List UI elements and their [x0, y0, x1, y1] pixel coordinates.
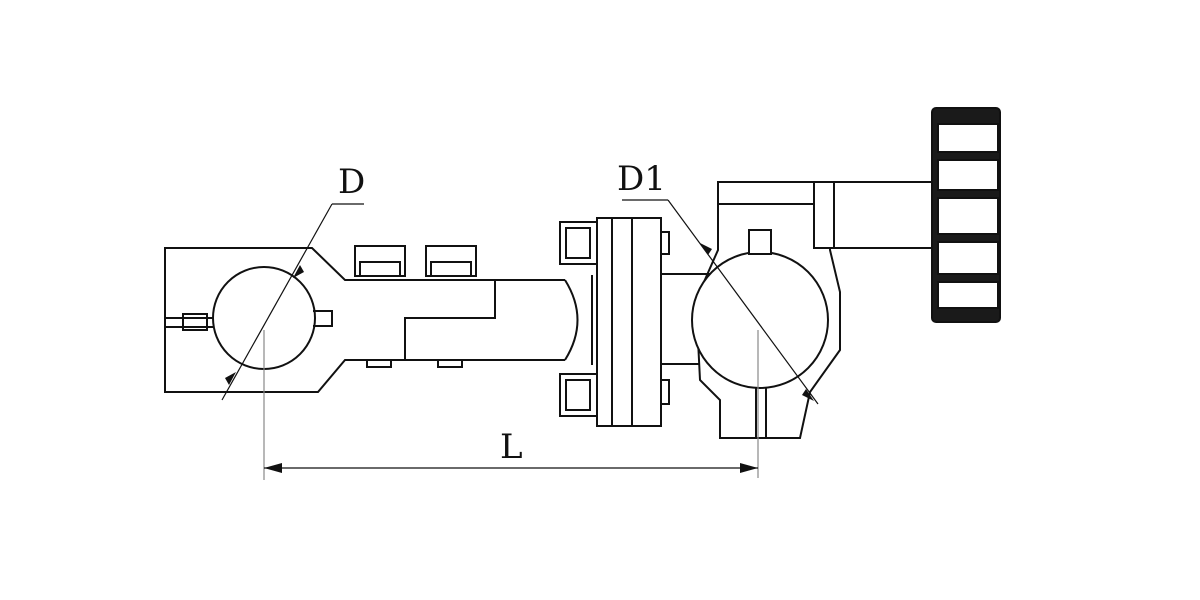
right-clamp-slot [755, 388, 767, 438]
l-arrow-left [264, 463, 282, 473]
dimension-annotations: D D1 L [221, 159, 819, 480]
label-d1: D1 [617, 159, 666, 199]
l-arrow-right [740, 463, 758, 473]
flange-bolt-top-inner [565, 227, 591, 259]
d-arrow-top [293, 265, 304, 278]
flange-stud-top [660, 231, 670, 255]
knob-shaft [834, 181, 932, 249]
right-clamp [691, 181, 841, 439]
left-nut-1 [366, 359, 392, 368]
knob-rib-1 [937, 123, 999, 153]
left-bolt-1-base [359, 261, 401, 277]
left-bolt-2-base [430, 261, 472, 277]
right-clamp-collar [813, 181, 835, 249]
d-arrow-bottom [225, 372, 236, 385]
flange-stud-bottom [660, 379, 670, 405]
left-slot-key [182, 313, 208, 331]
left-bore-keyway [313, 310, 333, 327]
d-leader-line [221, 203, 333, 401]
flange-plate [596, 217, 662, 427]
d1-leader-line [667, 199, 819, 405]
knob-rib-2 [937, 159, 999, 191]
flange-hub [564, 275, 593, 365]
left-clamp [164, 245, 565, 393]
left-clamp-body [164, 247, 496, 393]
left-nut-2 [437, 359, 463, 368]
d1-arrow-bottom [802, 389, 814, 401]
right-bore-keyway [748, 229, 772, 255]
right-bore [691, 251, 829, 389]
center-flange [559, 217, 720, 427]
connecting-shaft [405, 279, 565, 361]
left-clamp-slot [165, 317, 213, 328]
knob-rib-5 [937, 281, 999, 309]
d1-arrow-top [700, 243, 712, 255]
label-d: D [338, 162, 365, 202]
knob-rib-4 [937, 241, 999, 275]
label-l: L [500, 427, 523, 467]
knob-assembly [834, 107, 1001, 323]
flange-bolt-bottom-inner [565, 379, 591, 411]
knob-rib-3 [937, 197, 999, 235]
